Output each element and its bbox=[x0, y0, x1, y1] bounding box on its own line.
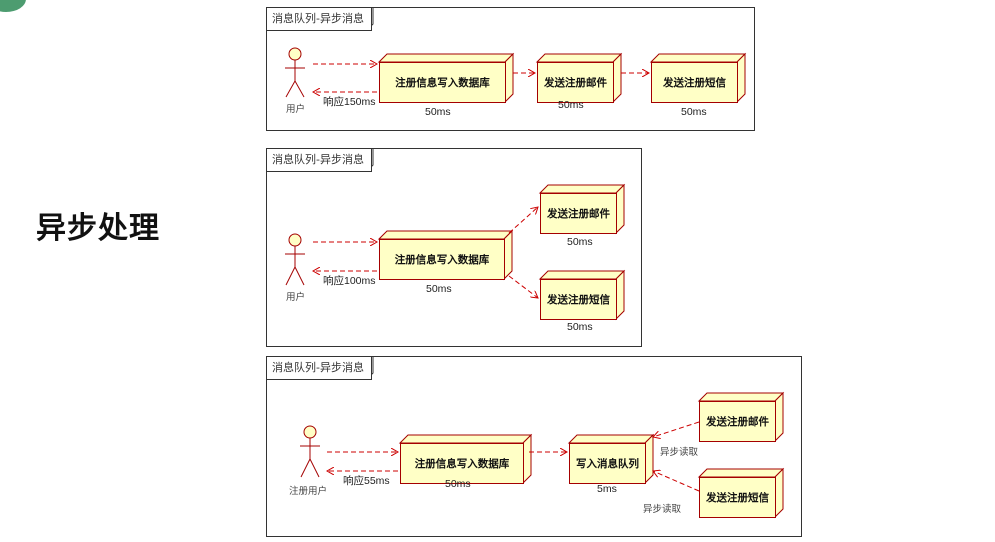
diagram-3-connectors bbox=[267, 357, 785, 519]
actor-label: 用户 bbox=[286, 104, 306, 115]
node-send-email: 发送注册邮件 bbox=[699, 401, 776, 442]
node-send-sms: 发送注册短信 bbox=[651, 62, 738, 103]
node-time-label: 50ms bbox=[681, 106, 707, 118]
node-time-label: 50ms bbox=[426, 283, 452, 295]
node-write-db: 注册信息写入数据库 bbox=[400, 443, 524, 484]
node-send-email: 发送注册邮件 bbox=[537, 62, 614, 103]
diagram-1-connectors bbox=[267, 8, 747, 104]
node-send-sms: 发送注册短信 bbox=[540, 279, 617, 320]
slide-title: 异步处理 bbox=[36, 211, 160, 246]
response-label: 响应55ms bbox=[343, 475, 390, 487]
diagram-message-queue: 消息队列-异步消息 注册信息写入数据库 写入消息队列 发送注册邮件 发送注册短信… bbox=[266, 356, 802, 537]
actor-figure bbox=[285, 233, 305, 286]
corner-logo bbox=[0, 0, 26, 12]
response-label: 响应150ms bbox=[323, 96, 376, 108]
node-write-db: 注册信息写入数据库 bbox=[379, 239, 505, 280]
node-time-label: 5ms bbox=[597, 483, 617, 495]
diagram-parallel: 消息队列-异步消息 注册信息写入数据库 发送注册邮件 发送注册短信 用户 响应1… bbox=[266, 148, 642, 347]
async-read-label: 异步读取 bbox=[660, 447, 699, 458]
actor-label: 用户 bbox=[286, 292, 306, 303]
actor-figure bbox=[285, 47, 305, 98]
node-time-label: 50ms bbox=[567, 236, 593, 248]
response-label: 响应100ms bbox=[323, 275, 376, 287]
frame-title: 消息队列-异步消息 bbox=[267, 149, 372, 172]
node-time-label: 50ms bbox=[445, 478, 471, 490]
frame-title: 消息队列-异步消息 bbox=[267, 357, 372, 380]
node-write-queue: 写入消息队列 bbox=[569, 443, 646, 484]
actor-label: 注册用户 bbox=[289, 486, 328, 497]
node-time-label: 50ms bbox=[558, 99, 584, 111]
node-write-db: 注册信息写入数据库 bbox=[379, 62, 506, 103]
node-send-email: 发送注册邮件 bbox=[540, 193, 617, 234]
node-time-label: 50ms bbox=[425, 106, 451, 118]
node-send-sms: 发送注册短信 bbox=[699, 477, 776, 518]
diagram-sync-serial: 消息队列-异步消息 注册信息写入数据库 发送注册邮件 发送注册短信 用户 响应1… bbox=[266, 7, 755, 131]
async-read-label: 异步读取 bbox=[643, 504, 682, 515]
frame-title: 消息队列-异步消息 bbox=[267, 8, 372, 31]
node-time-label: 50ms bbox=[567, 321, 593, 333]
actor-figure bbox=[300, 425, 320, 478]
